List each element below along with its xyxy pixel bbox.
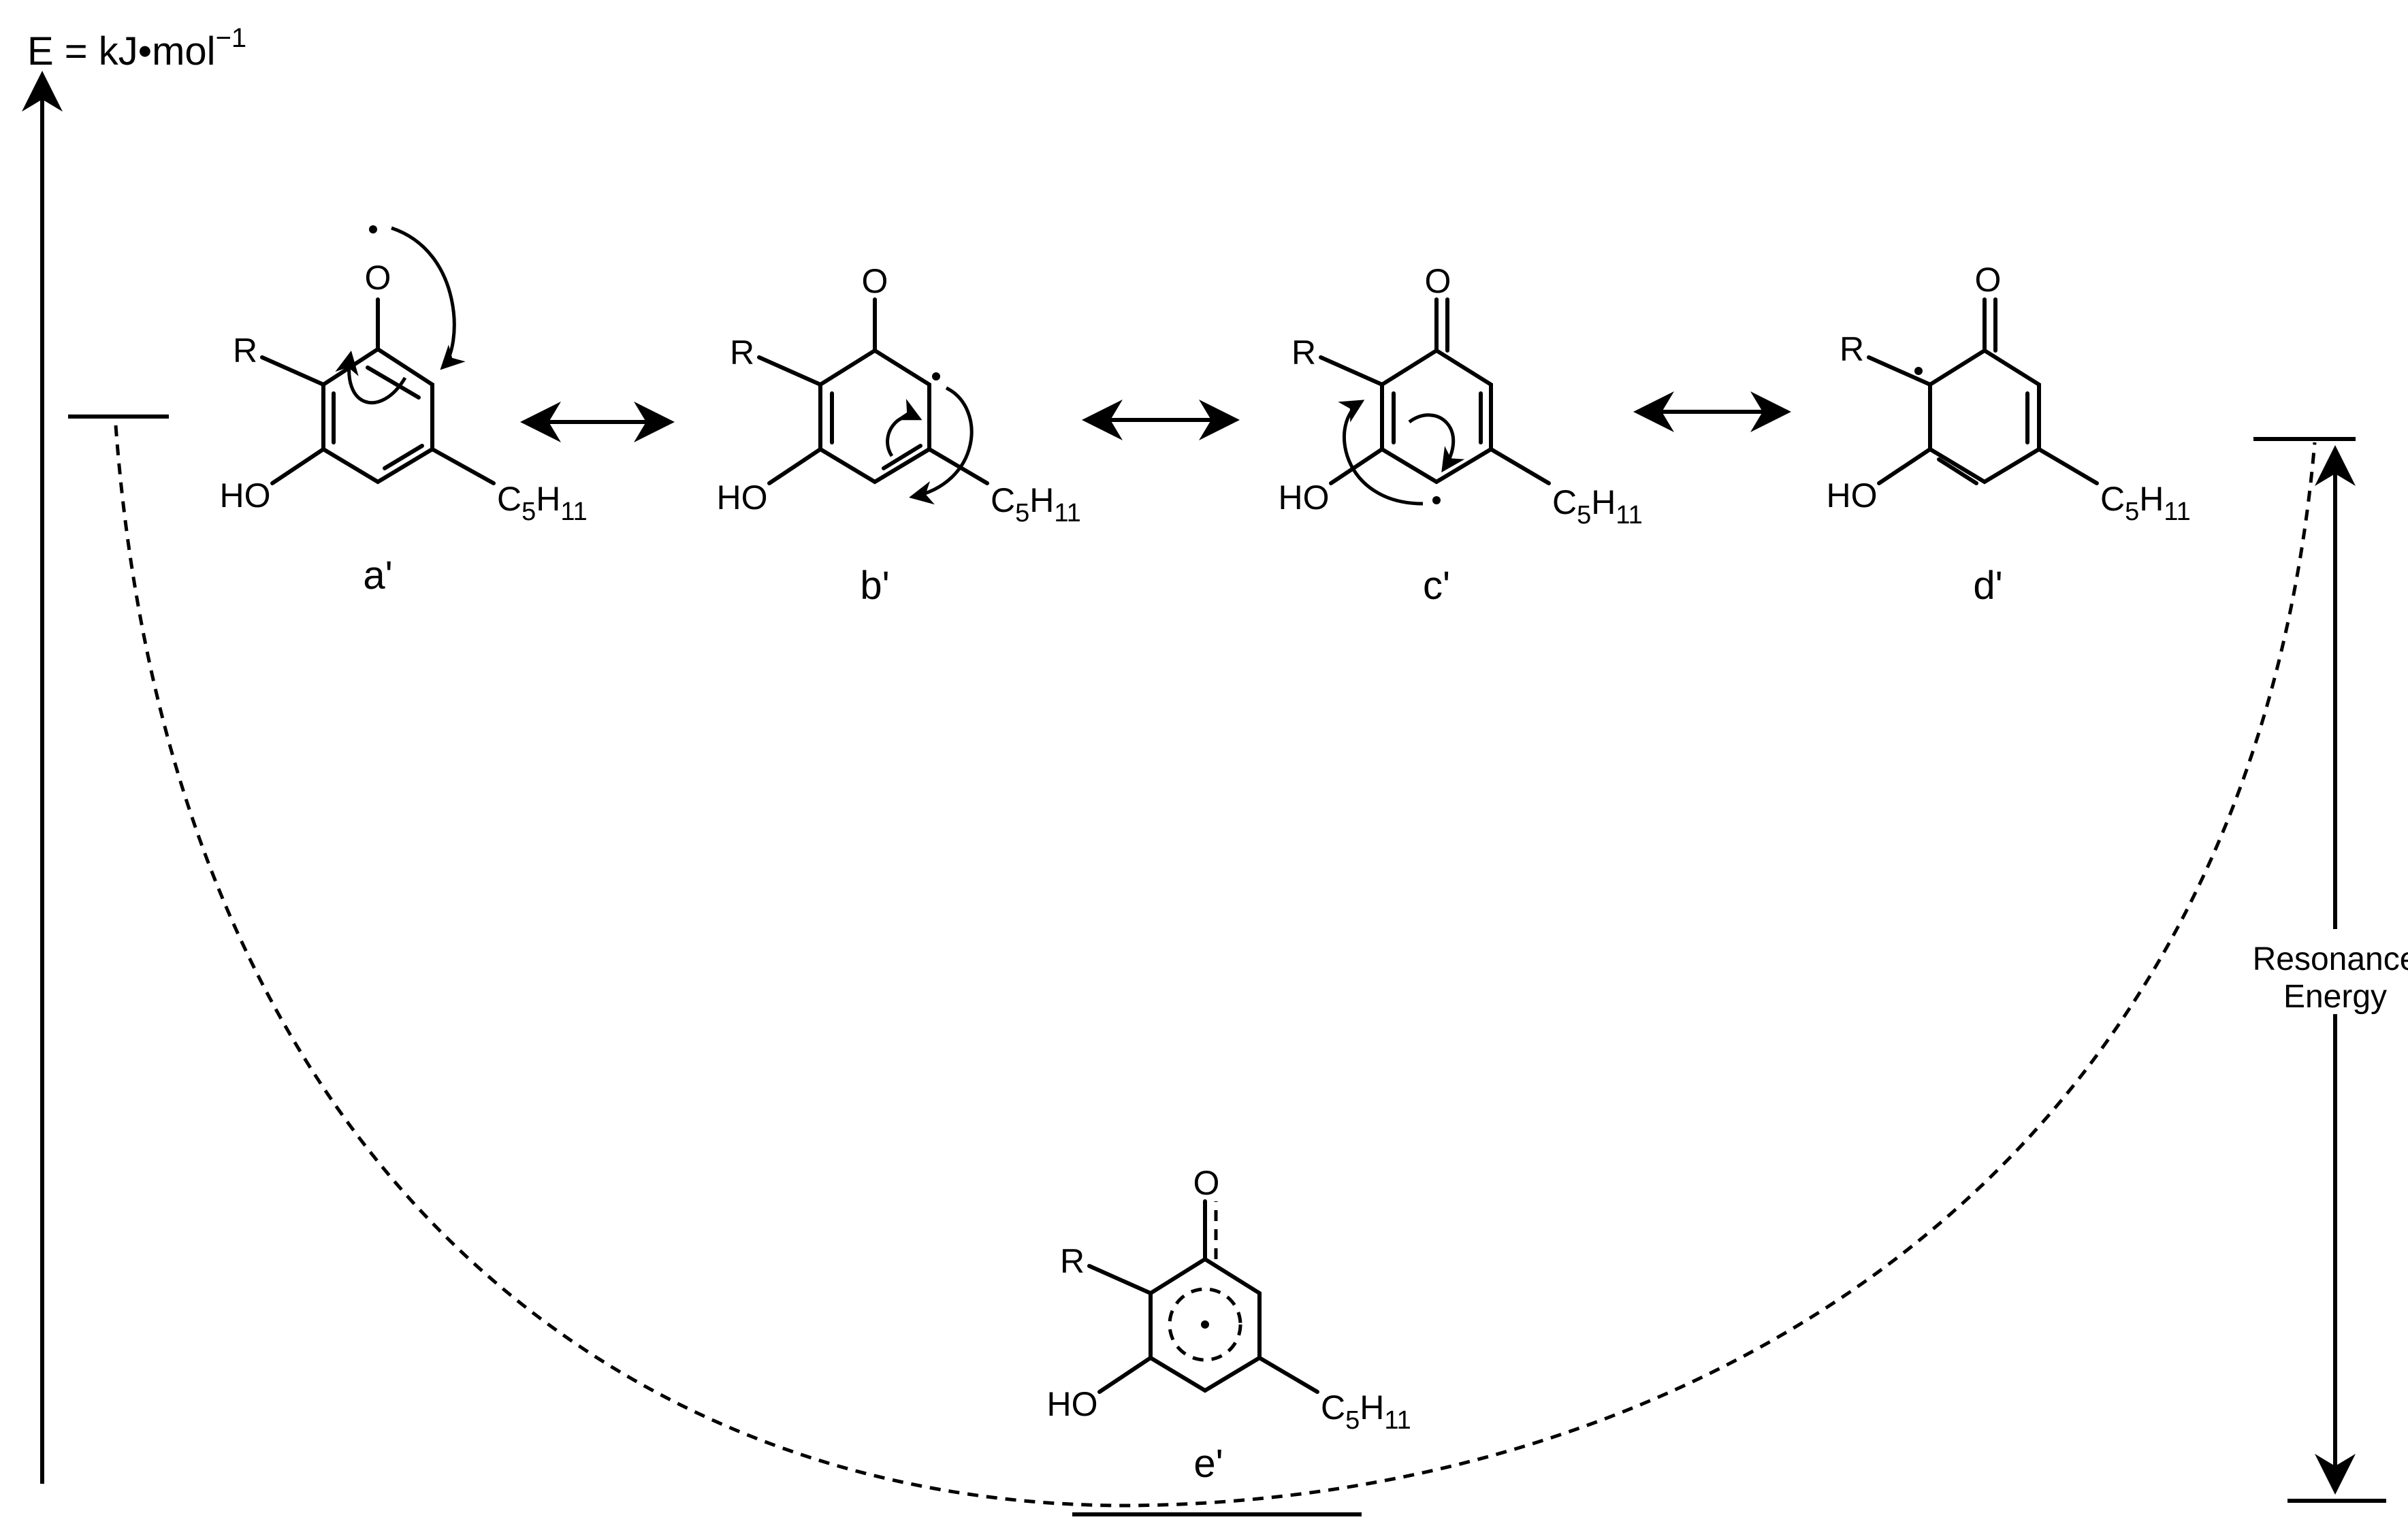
e-pentyl: C5H11 xyxy=(1321,1388,1411,1435)
structure-e: O R HO C5H11 e' xyxy=(1047,1164,1411,1486)
e-oxygen: O xyxy=(1193,1164,1220,1202)
a-radical-dot xyxy=(369,225,377,233)
c-pentyl: C5H11 xyxy=(1552,483,1643,530)
energy-well-curve xyxy=(114,425,2317,1508)
e-hydroxyl: HO xyxy=(1047,1385,1098,1423)
a-r-group: R xyxy=(233,331,257,370)
b-oxygen: O xyxy=(862,262,888,300)
c-radical-dot xyxy=(1432,496,1441,504)
energy-unit-exponent: −1 xyxy=(216,23,247,53)
label-a: a' xyxy=(363,553,392,598)
c-hydroxyl: HO xyxy=(1279,478,1330,517)
a-electron-arrow-1 xyxy=(391,226,466,370)
resonance-energy-label-2: Energy xyxy=(2283,979,2387,1015)
structure-a: O R HO C5H11 a' xyxy=(220,225,588,598)
label-c: c' xyxy=(1423,564,1450,608)
d-hydroxyl: HO xyxy=(1827,476,1878,515)
resonance-energy-label-1: Resonance xyxy=(2253,941,2408,977)
d-oxygen: O xyxy=(1975,261,2002,299)
b-r-group: R xyxy=(730,334,754,372)
d-radical-dot xyxy=(1914,367,1923,375)
label-e: e' xyxy=(1193,1442,1223,1486)
a-oxygen: O xyxy=(365,259,391,297)
b-pentyl: C5H11 xyxy=(991,481,1081,527)
e-radical-dot xyxy=(1201,1320,1209,1329)
c-r-group: R xyxy=(1291,334,1316,372)
e-r-group: R xyxy=(1060,1242,1085,1280)
a-hydroxyl: HO xyxy=(220,476,271,515)
b-hydroxyl: HO xyxy=(717,478,768,517)
d-pentyl: C5H11 xyxy=(2100,480,2191,526)
structure-d: O R HO C5H11 d' xyxy=(1827,261,2191,608)
energy-axis-label: E = kJ•mol−1 xyxy=(27,23,246,74)
a-pentyl: C5H11 xyxy=(497,480,588,526)
e-delocalized-ring xyxy=(1168,1287,1242,1362)
a-electron-arrow-2 xyxy=(335,351,407,405)
label-b: b' xyxy=(860,564,889,608)
energy-unit-text: E = kJ•mol xyxy=(27,29,216,74)
c-electron-arrow-2 xyxy=(1408,413,1465,473)
b-electron-arrow-1 xyxy=(909,386,974,505)
structure-c: O R HO C5H11 c' xyxy=(1279,262,1643,608)
c-electron-arrow-1 xyxy=(1338,400,1424,506)
label-d: d' xyxy=(1973,564,2002,608)
b-radical-dot xyxy=(932,372,940,380)
c-oxygen: O xyxy=(1425,262,1451,300)
structure-b: O R HO C5H11 b' xyxy=(717,262,1081,608)
d-r-group: R xyxy=(1840,330,1864,368)
b-electron-arrow-2 xyxy=(886,398,922,457)
